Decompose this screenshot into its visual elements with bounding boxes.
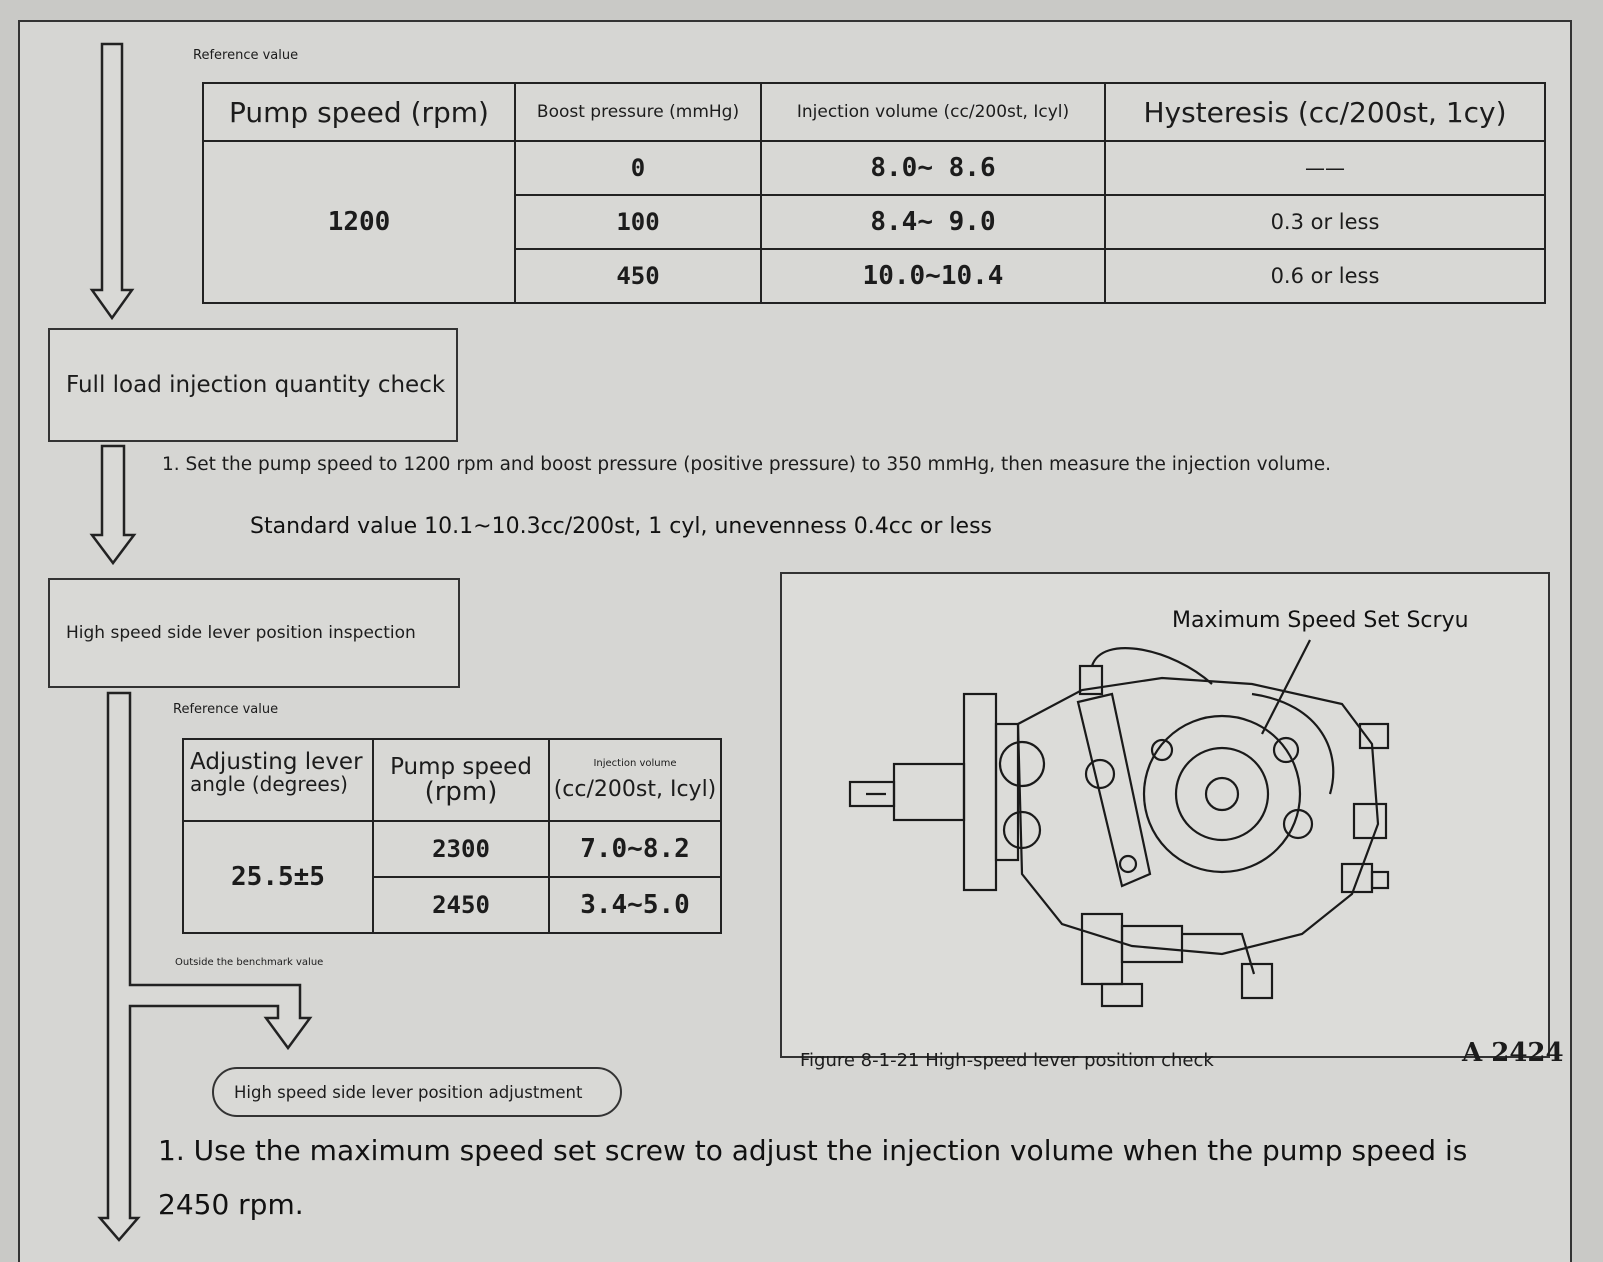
outside-benchmark-label: Outside the benchmark value (175, 957, 324, 968)
step-title: Full load injection quantity check (66, 372, 446, 398)
lever-angle-value: 25.5±5 (182, 820, 374, 934)
step-box-high-speed-adjustment: High speed side lever position adjustmen… (212, 1067, 622, 1117)
boost-value: 0 (514, 140, 762, 196)
hysteresis-value: —— (1104, 140, 1546, 196)
volume-value: 8.4~ 9.0 (760, 194, 1106, 250)
speed-value: 2300 (372, 820, 550, 878)
step-box-full-load: Full load injection quantity check (48, 328, 458, 442)
step-title: High speed side lever position inspectio… (66, 623, 416, 643)
step1-standard-value: Standard value 10.1~10.3cc/200st, 1 cyl,… (250, 514, 992, 539)
flow-arrow-1 (89, 42, 135, 321)
table-row: 2450 3.4~5.0 (183, 876, 722, 934)
volume-value: 7.0~8.2 (548, 820, 722, 878)
figure-box: Maximum Speed Set Scryu (780, 572, 1564, 1071)
reference-label-2: Reference value (173, 702, 279, 717)
hysteresis-value: 0.6 or less (1104, 248, 1546, 304)
reference-table-2: Adjusting lever angle (degrees) Pump spe… (182, 738, 722, 934)
figure-code: A 2424 (1462, 1038, 1564, 1068)
header-pump-speed-2: Pump speed (rpm) (372, 738, 550, 822)
boost-value: 100 (514, 194, 762, 250)
step-title: High speed side lever position adjustmen… (234, 1082, 583, 1102)
volume-value: 10.0~10.4 (760, 248, 1106, 304)
header-injection-volume: Injection volume (cc/200st, Icyl) (760, 82, 1106, 142)
step3-instruction: 1. Use the maximum speed set screw to ad… (158, 1134, 1468, 1221)
reference-label-1: Reference value (193, 48, 299, 63)
callout-leader-line (1261, 639, 1311, 735)
speed-value: 2450 (372, 876, 550, 934)
figure-caption: Figure 8-1-21 High-speed lever position … (800, 1050, 1214, 1071)
table-row: 25.5±5 2300 7.0~8.2 (182, 820, 722, 934)
step1-instruction: 1. Set the pump speed to 1200 rpm and bo… (162, 454, 1332, 475)
figure-callout: Maximum Speed Set Scryu (1172, 608, 1469, 633)
flow-arrow-2 (89, 444, 137, 566)
table-row: 1200 0 8.0~ 8.6 —— (202, 140, 1546, 304)
pump-speed-value: 1200 (202, 140, 516, 304)
flow-arrow-3 (97, 691, 313, 1242)
volume-value: 3.4~5.0 (548, 876, 722, 934)
hysteresis-value: 0.3 or less (1104, 194, 1546, 250)
fuel-pump-drawing (848, 639, 1390, 1008)
header-hysteresis: Hysteresis (cc/200st, 1cy) (1104, 82, 1546, 142)
step-box-high-speed-inspection: High speed side lever position inspectio… (48, 578, 460, 688)
header-lever-angle: Adjusting lever angle (degrees) (182, 738, 374, 822)
header-boost-pressure: Boost pressure (mmHg) (514, 82, 762, 142)
reference-table-1: Pump speed (rpm) Boost pressure (mmHg) I… (202, 82, 1546, 304)
header-injection-volume-2: Injection volume (cc/200st, Icyl) (548, 738, 722, 822)
table-row: 450 10.0~10.4 0.6 or less (203, 248, 1546, 304)
header-pump-speed: Pump speed (rpm) (202, 82, 516, 142)
table-row: 100 8.4~ 9.0 0.3 or less (203, 194, 1546, 250)
volume-value: 8.0~ 8.6 (760, 140, 1106, 196)
boost-value: 450 (514, 248, 762, 304)
